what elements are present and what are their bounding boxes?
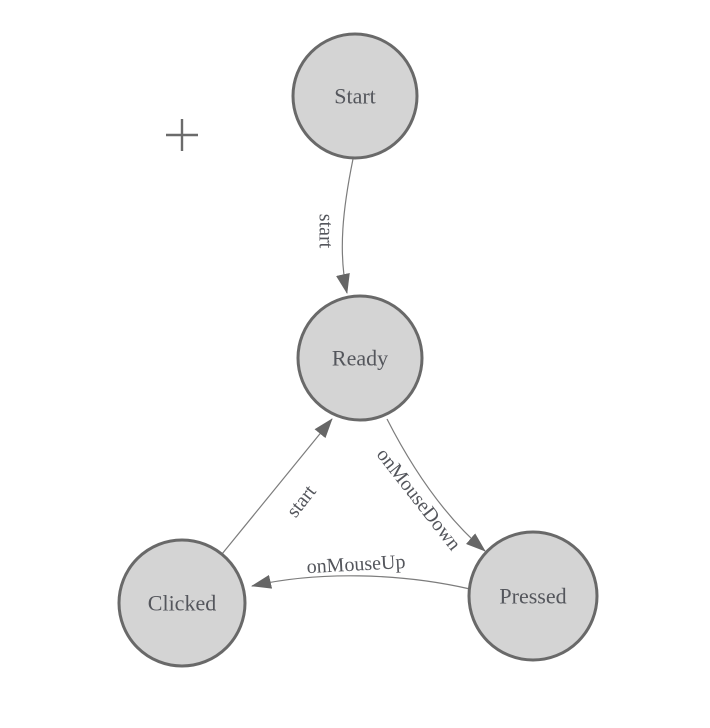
state-node-start-circle xyxy=(291,32,419,160)
transition-edge-ready-to-pressed[interactable] xyxy=(386,418,486,552)
transition-edge-clicked-to-ready[interactable] xyxy=(221,418,333,555)
state-node-clicked-circle xyxy=(117,538,247,668)
state-node-clicked[interactable]: Clicked xyxy=(117,538,247,668)
transition-label-start-to-ready: start xyxy=(314,214,336,249)
state-node-start[interactable]: Start xyxy=(291,32,419,160)
transition-label-pressed-to-clicked: onMouseUp xyxy=(306,551,406,578)
state-node-pressed-circle xyxy=(467,530,599,662)
state-node-pressed[interactable]: Pressed xyxy=(467,530,599,662)
transition-label-clicked-to-ready: start xyxy=(282,481,321,522)
state-node-ready-circle xyxy=(296,294,424,422)
crosshair-plus-icon xyxy=(166,119,198,151)
state-node-ready[interactable]: Ready xyxy=(296,294,424,422)
transition-edge-start-to-ready[interactable] xyxy=(336,158,354,294)
transition-edge-pressed-to-clicked[interactable] xyxy=(251,574,471,590)
transition-label-ready-to-pressed: onMouseDown xyxy=(372,444,465,555)
